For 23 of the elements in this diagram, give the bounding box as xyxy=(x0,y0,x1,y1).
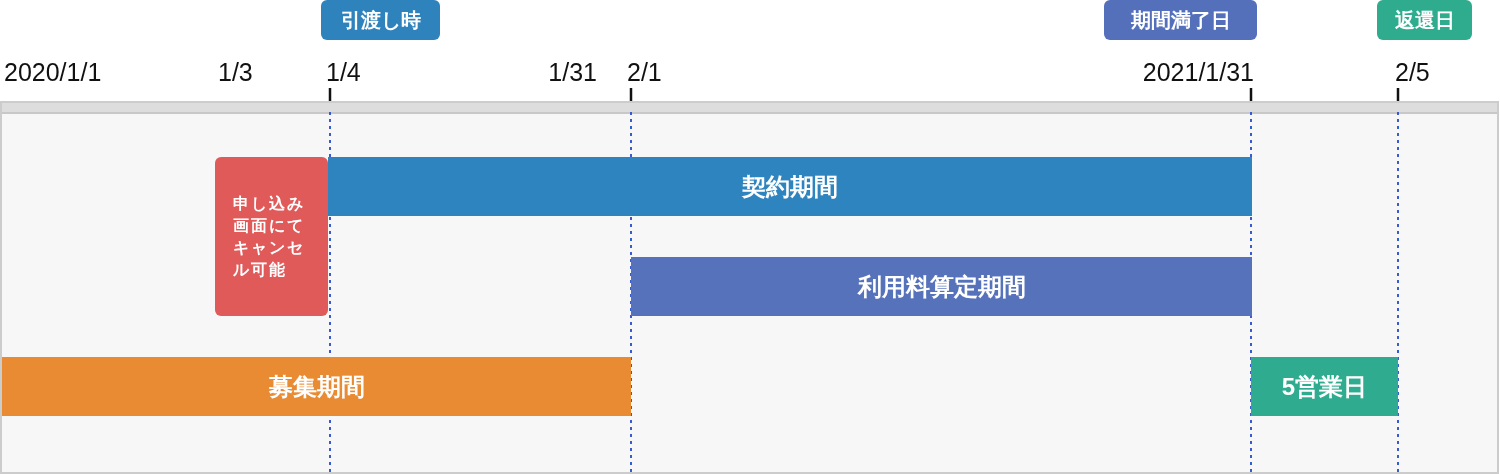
date-label: 1/31 xyxy=(548,57,597,88)
date-marker-tag xyxy=(1104,0,1257,40)
note-box xyxy=(215,157,328,316)
period-label: 5営業日 xyxy=(1281,371,1368,402)
date-marker-tag xyxy=(1377,0,1472,40)
period-label: 募集期間 xyxy=(268,371,365,402)
period-bar xyxy=(631,257,1252,316)
period-bar xyxy=(328,157,1252,216)
date-label: 1/4 xyxy=(326,57,361,88)
date-label: 2/1 xyxy=(627,57,662,88)
period-bar xyxy=(2,357,631,416)
note-text: 申し込み画面にてキャンセル可能 xyxy=(232,193,306,280)
date-marker-tag xyxy=(321,0,440,40)
tag-label: 返還日 xyxy=(1394,8,1455,33)
period-bar xyxy=(1251,357,1398,416)
date-label: 1/3 xyxy=(218,57,253,88)
date-label: 2020/1/1 xyxy=(4,57,102,88)
tag-label: 引渡し時 xyxy=(340,8,421,33)
tag-label: 期間満了日 xyxy=(1130,8,1231,33)
period-label: 契約期間 xyxy=(742,171,838,202)
period-label: 利用料算定期間 xyxy=(857,271,1026,302)
date-label: 2/5 xyxy=(1395,57,1430,88)
date-label: 2021/1/31 xyxy=(1142,57,1254,88)
